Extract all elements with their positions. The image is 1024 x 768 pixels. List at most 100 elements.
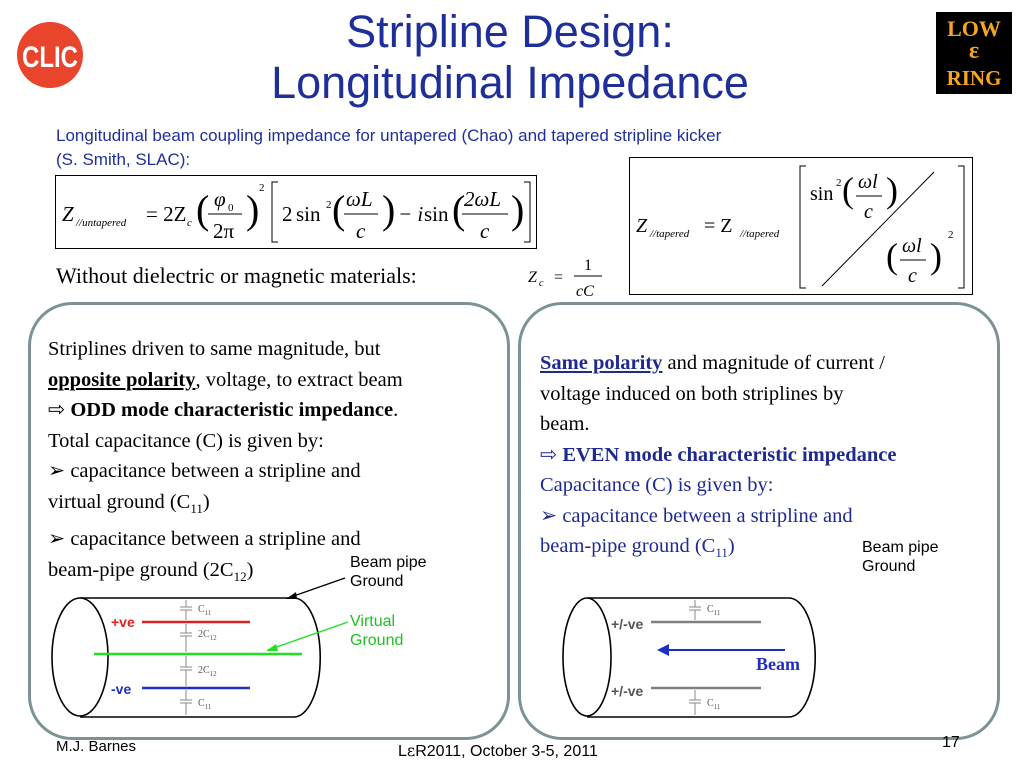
c-t1: c xyxy=(864,201,873,223)
eq-z: = Z xyxy=(704,215,733,237)
bullet-icon: ➢ xyxy=(48,460,66,482)
sin-t: sin xyxy=(810,183,833,205)
formula-tapered: Z //tapered = Z //tapered sin 2 ( ωl c )… xyxy=(636,165,965,289)
even-line-5: Capacitance (C) is given by: xyxy=(540,474,774,496)
z-tapered: Z xyxy=(636,215,648,237)
omega-l-a: ωL xyxy=(346,187,373,211)
c12-top-sub: 12 xyxy=(209,634,217,642)
pipe-end-right xyxy=(788,597,817,718)
paren-close-2: ) xyxy=(382,187,395,232)
page-number: 17 xyxy=(942,734,960,751)
zc-den: cC xyxy=(576,283,594,300)
odd-mode-label: ODD mode characteristic impedance xyxy=(70,399,394,421)
opposite-polarity: opposite polarity xyxy=(48,368,196,391)
odd-mode-text: Striplines driven to same magnitude, but… xyxy=(48,334,498,592)
eq-z-sub: //tapered xyxy=(739,228,780,240)
paren-close-3: ) xyxy=(511,187,524,232)
paren-open-2: ( xyxy=(332,187,345,232)
intro-line-1: Longitudinal beam coupling impedance for… xyxy=(56,126,722,145)
eq-2zc: = 2Z xyxy=(146,202,186,226)
conf-epsilon: ε xyxy=(406,741,416,760)
paren-close-t1: ) xyxy=(886,170,898,210)
negative-label: -ve xyxy=(111,681,132,697)
sin-b: sin xyxy=(424,202,449,226)
c11-label-top: C11 xyxy=(198,604,211,617)
two-pi: 2π xyxy=(213,219,235,243)
bpg-left-2: Ground xyxy=(350,573,404,590)
beam-label: Beam xyxy=(756,654,800,674)
paren-close-1: ) xyxy=(246,187,259,232)
paren-open-t2: ( xyxy=(886,236,898,276)
bullet-icon: ➢ xyxy=(540,504,558,527)
capacitor-symbols xyxy=(180,600,192,715)
positive-label: +ve xyxy=(111,614,135,630)
formula-untapered: Z //untapered = 2Z c ( φ 0 2π ) 2 2 sin … xyxy=(62,181,531,243)
odd-line-3: ⇨ ODD mode characteristic impedance. xyxy=(48,395,498,426)
odd-line-1: Striplines driven to same magnitude, but xyxy=(48,338,381,360)
zc-eq: = xyxy=(554,269,563,286)
bpg-right-1: Beam pipe xyxy=(862,539,939,556)
title-line-2: Longitudinal Impedance xyxy=(271,57,749,108)
phi-sub: 0 xyxy=(228,202,234,214)
odd-line-4: Total capacitance (C) is given by: xyxy=(48,429,324,452)
even-line-4: ⇨ EVEN mode characteristic impedance xyxy=(540,440,992,471)
c11-top-sub: 11 xyxy=(204,609,212,617)
c-a: c xyxy=(356,219,366,243)
footer-conference: LεR2011, October 3-5, 2011 xyxy=(398,741,598,761)
even-mode-diagram xyxy=(557,590,837,725)
even-line-7: beam-pipe ground (C11) xyxy=(540,531,992,569)
omega-l-t1: ωl xyxy=(858,171,878,193)
even-line-7-text: beam-pipe ground (C xyxy=(540,535,716,557)
intro-line-2: (S. Smith, SLAC): xyxy=(56,150,191,169)
clic-logo: CLIC xyxy=(15,10,85,100)
odd-line-2-rest: , voltage, to extract beam xyxy=(195,368,403,391)
beam-pipe-ground-label-right: Beam pipe Ground xyxy=(862,538,939,576)
formula-tapered-box: Z //tapered = Z //tapered sin 2 ( ωl c )… xyxy=(629,157,973,295)
odd-line-7: ➢ capacitance between a stripline and xyxy=(48,524,498,555)
odd-line-5: ➢ capacitance between a stripline and xyxy=(48,456,498,487)
bpg-right-2: Ground xyxy=(862,558,916,575)
c11-rt-sub: 11 xyxy=(713,609,721,617)
minus-i: − i xyxy=(398,202,423,226)
pipe-end-left xyxy=(51,597,109,717)
beam-pipe-ground-label-left: Beam pipe Ground xyxy=(350,553,427,591)
conf-rest: R2011, October 3-5, 2011 xyxy=(415,743,598,760)
c-t2: c xyxy=(908,265,917,287)
arrow-icon: ⇨ xyxy=(540,443,558,466)
logo-epsilon-text: ε xyxy=(968,38,980,64)
c12-c: 2C xyxy=(198,629,210,640)
zc-num: 1 xyxy=(584,257,592,274)
paren-open-t1: ( xyxy=(842,170,854,210)
formula-untapered-box: Z //untapered = 2Z c ( φ 0 2π ) 2 2 sin … xyxy=(55,175,537,249)
odd-line-8-text: beam-pipe ground (2C xyxy=(48,558,234,581)
z-untapered: Z xyxy=(62,202,74,226)
phi-0: φ xyxy=(214,187,226,211)
c11-c-b: C xyxy=(198,698,205,709)
dielectric-statement: Without dielectric or magnetic materials… xyxy=(56,263,417,288)
arrow-icon: ⇨ xyxy=(48,399,66,421)
two-a: 2 xyxy=(282,202,293,226)
odd-line-8: beam-pipe ground (2C12) xyxy=(48,555,498,593)
z-untapered-sub: //untapered xyxy=(75,217,127,229)
vg-2: Ground xyxy=(350,632,404,649)
c11-sub: 11 xyxy=(190,500,203,516)
sup-2-b: 2 xyxy=(326,199,332,211)
sup-2-t2: 2 xyxy=(948,229,954,241)
c11-right-bottom: C11 xyxy=(707,698,720,711)
even-line-3: beam. xyxy=(540,413,590,435)
zc-sub: c xyxy=(187,217,192,229)
even-line-1: Same polarity and magnitude of current / xyxy=(540,348,992,379)
c12-c-b: 2C xyxy=(198,665,210,676)
odd-mode-diagram xyxy=(44,590,324,725)
sup-2-t1: 2 xyxy=(836,177,842,189)
clic-logo-text: CLIC xyxy=(22,41,78,74)
intro-text: Longitudinal beam coupling impedance for… xyxy=(56,124,976,172)
omega-l-t2: ωl xyxy=(902,235,922,257)
logo-ring-text: RING xyxy=(946,66,1002,90)
pm-bottom-label: +/-ve xyxy=(611,683,644,699)
capacitor-symbols-right xyxy=(689,600,701,715)
c12-label-top: 2C12 xyxy=(198,629,217,642)
bpg-left-1: Beam pipe xyxy=(350,554,427,571)
logo-low-text: LOW xyxy=(947,16,1001,41)
low-epsilon-ring-logo: LOW ε RING xyxy=(936,12,1012,94)
